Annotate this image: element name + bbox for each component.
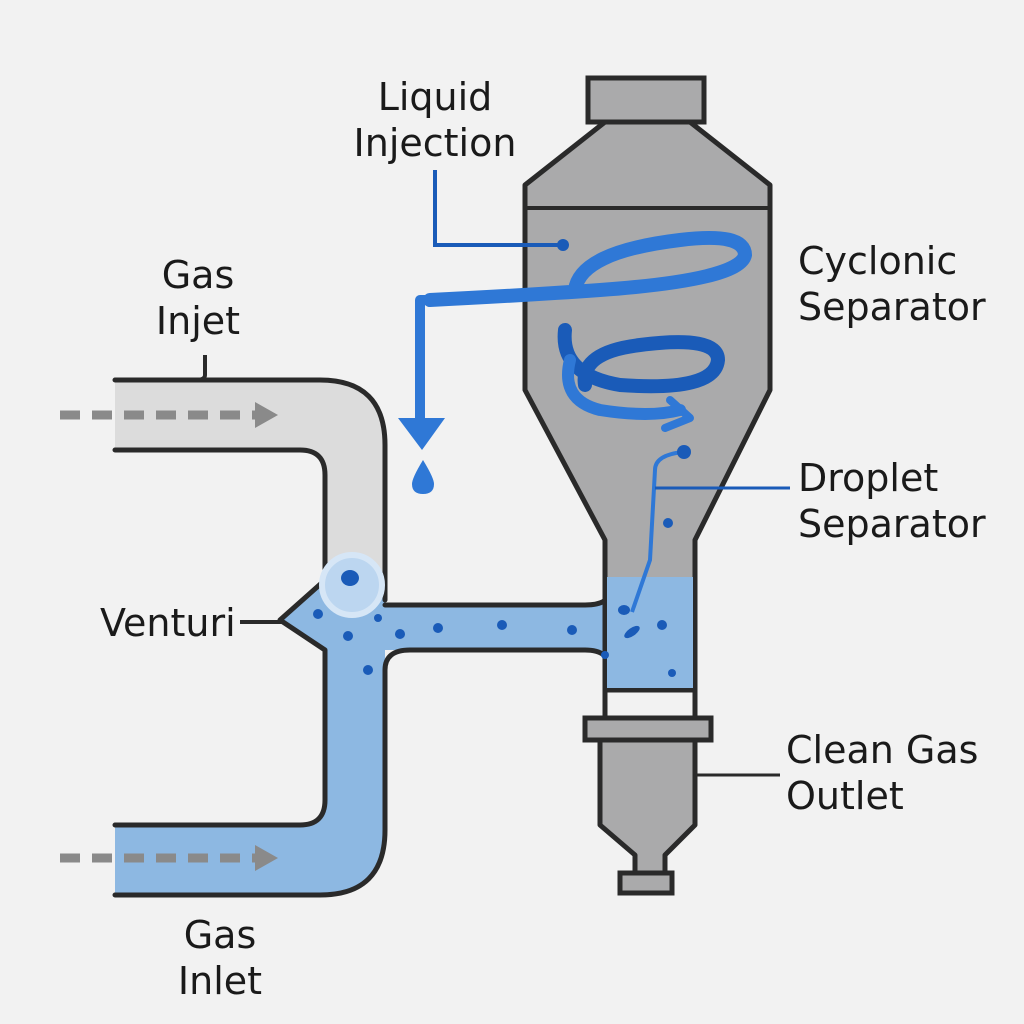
pipe-outline-upper xyxy=(112,377,388,603)
droplet-separator-line-2: Separator xyxy=(798,502,986,546)
droplet-icon xyxy=(412,460,434,494)
cyclonic-separator-line-1: Cyclonic xyxy=(798,239,958,283)
label-pointers xyxy=(240,620,780,777)
gas-inlet-label: Gas Inlet xyxy=(150,912,290,1004)
gas-inlet-line-1: Gas xyxy=(183,913,257,957)
droplet-separator-line-1: Droplet xyxy=(798,456,939,500)
cyclonic-separator-line-2: Separator xyxy=(798,285,986,329)
droplet-separator-pointer xyxy=(630,445,790,613)
gas-bubbles xyxy=(313,518,676,677)
liquid-injection-label: Liquid Injection xyxy=(345,74,525,166)
gas-injet-line-1: Gas xyxy=(161,253,235,297)
droplet-separator-label: Droplet Separator xyxy=(798,455,986,547)
spiral-arrowhead xyxy=(661,396,694,432)
outlet-body xyxy=(597,737,698,878)
pipe-outline-middle xyxy=(382,557,613,608)
outlet-nozzle xyxy=(617,870,675,896)
liquid-injection-line xyxy=(398,170,569,494)
cyclonic-separator-label: Cyclonic Separator xyxy=(798,238,986,330)
clean-gas-outlet-label: Clean Gas Outlet xyxy=(786,727,978,819)
gas-injet-label: Gas Injet xyxy=(128,252,268,344)
spiral-icon xyxy=(423,230,753,432)
vessel-liquid xyxy=(607,578,693,688)
flow-arrow-icon xyxy=(398,418,445,450)
liquid-injection-line-2: Injection xyxy=(353,121,517,165)
outlet-flange xyxy=(582,715,714,743)
gas-inlet-line-2: Inlet xyxy=(177,959,263,1003)
cyclone-vessel xyxy=(522,75,773,896)
flow-arrow-icon xyxy=(60,402,278,871)
gas-injet-pointer xyxy=(194,355,207,382)
gas-injet-line-2: Injet xyxy=(155,299,241,343)
clean-gas-outlet-line-1: Clean Gas xyxy=(786,728,979,772)
venturi-label: Venturi xyxy=(100,600,236,646)
venturi-text: Venturi xyxy=(100,601,236,645)
liquid-injection-line-1: Liquid xyxy=(377,75,493,119)
clean-gas-outlet-line-2: Outlet xyxy=(786,774,904,818)
gas-injet-pipe xyxy=(115,380,385,590)
vessel-cap xyxy=(585,75,707,125)
